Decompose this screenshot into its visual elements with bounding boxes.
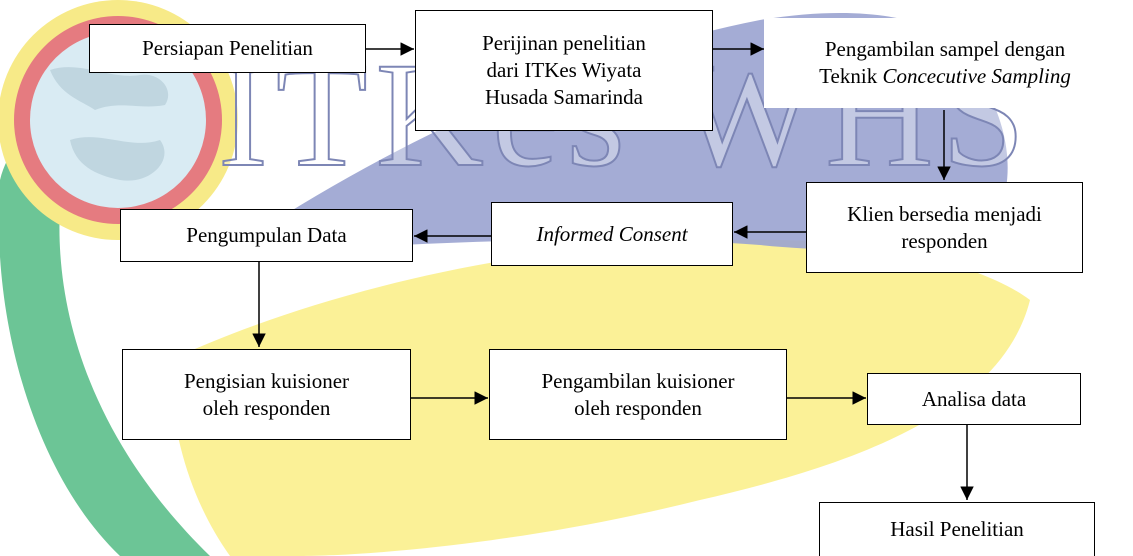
node-sampel-line1: Pengambilan sampel dengan xyxy=(824,37,1066,61)
node-perijinan-line2: dari ITKes Wiyata xyxy=(486,58,642,82)
node-pengambilan-line2: oleh responden xyxy=(574,395,702,420)
node-sampel-line2-italic: Concecutive Sampling xyxy=(882,64,1071,88)
node-perijinan-penelitian: Perijinan penelitian dari ITKes Wiyata H… xyxy=(415,10,713,131)
node-pengambilan-line1: Pengambilan kuisioner xyxy=(541,368,735,393)
node-hasil-label: Hasil Penelitian xyxy=(890,517,1024,541)
node-analisa-data: Analisa data xyxy=(867,373,1081,425)
node-perijinan-line1: Perijinan penelitian xyxy=(482,31,646,55)
node-informed-consent: Informed Consent xyxy=(491,202,733,266)
node-pengumpulan-data: Pengumpulan Data xyxy=(120,209,413,262)
node-pengisian-line2: oleh responden xyxy=(202,395,331,420)
node-pengambilan-sampel: Pengambilan sampel dengan Teknik Concecu… xyxy=(764,18,1126,108)
node-pengumpulan-label: Pengumpulan Data xyxy=(186,223,347,247)
node-sampel-line2: Teknik Concecutive Sampling xyxy=(819,63,1071,90)
node-klien-line2: responden xyxy=(901,228,988,253)
node-klien-bersedia: Klien bersedia menjadi responden xyxy=(806,182,1083,273)
node-hasil-penelitian: Hasil Penelitian xyxy=(819,502,1095,556)
node-pengisian-line1: Pengisian kuisioner xyxy=(183,368,350,393)
node-informed-label: Informed Consent xyxy=(536,221,688,246)
node-perijinan-line3: Husada Samarinda xyxy=(484,85,644,109)
node-analisa-label: Analisa data xyxy=(921,386,1027,411)
node-pengambilan-kuisioner: Pengambilan kuisioner oleh responden xyxy=(489,349,787,440)
node-persiapan-label: Persiapan Penelitian xyxy=(142,36,313,60)
watermark-green-crescent xyxy=(0,132,210,556)
node-pengisian-kuisioner: Pengisian kuisioner oleh responden xyxy=(122,349,411,440)
node-persiapan-penelitian: Persiapan Penelitian xyxy=(89,24,366,73)
node-sampel-line2-prefix: Teknik xyxy=(819,64,883,88)
node-klien-line1: Klien bersedia menjadi xyxy=(847,201,1042,226)
